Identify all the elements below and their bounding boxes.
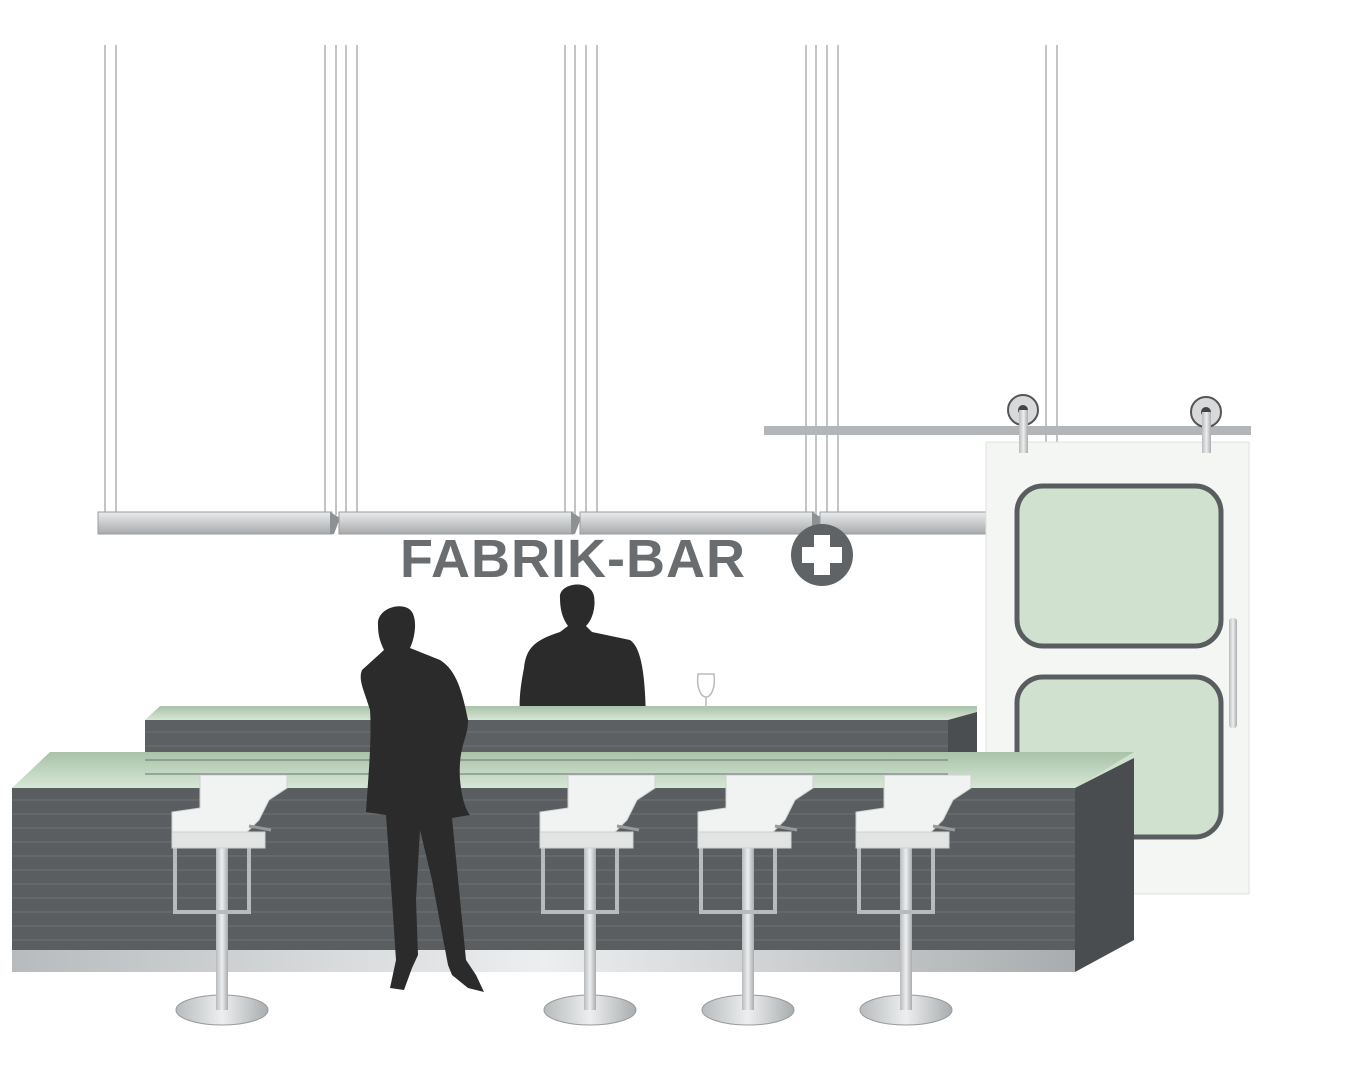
bar-stools [171,774,972,1026]
pendant-lamp [338,511,581,535]
stool-lever [248,824,272,832]
bar-stool [539,774,656,1026]
bar-stool [855,774,972,1026]
plus-circle-icon [791,524,853,586]
pendant-lamp [97,511,340,535]
standing-man-silhouette [360,606,484,992]
stool-lever [774,824,798,832]
bar-stool [171,774,288,1026]
door-rail [764,426,1251,435]
bar-sign: FABRIK-BAR [400,524,853,589]
stool-seat-front [171,831,266,849]
sign-text: FABRIK-BAR [400,529,746,589]
door-wheel-icon [1190,396,1222,453]
door-wheel-icon [1007,394,1039,453]
bartender-silhouette [519,584,646,733]
stool-seat-front [539,831,634,849]
stool-lever [616,824,640,832]
bar-stool [697,774,814,1026]
lamp-cables [104,45,1058,515]
stool-pole [900,845,912,1010]
stool-seat-front [697,831,792,849]
stool-pole [584,845,596,1010]
door-window [1014,483,1224,649]
front-counter [12,731,1134,972]
door-handle[interactable] [1229,618,1237,728]
stool-lever [932,824,956,832]
stool-pole [216,845,228,1010]
stool-pole [742,845,754,1010]
stool-seat-front [855,831,950,849]
